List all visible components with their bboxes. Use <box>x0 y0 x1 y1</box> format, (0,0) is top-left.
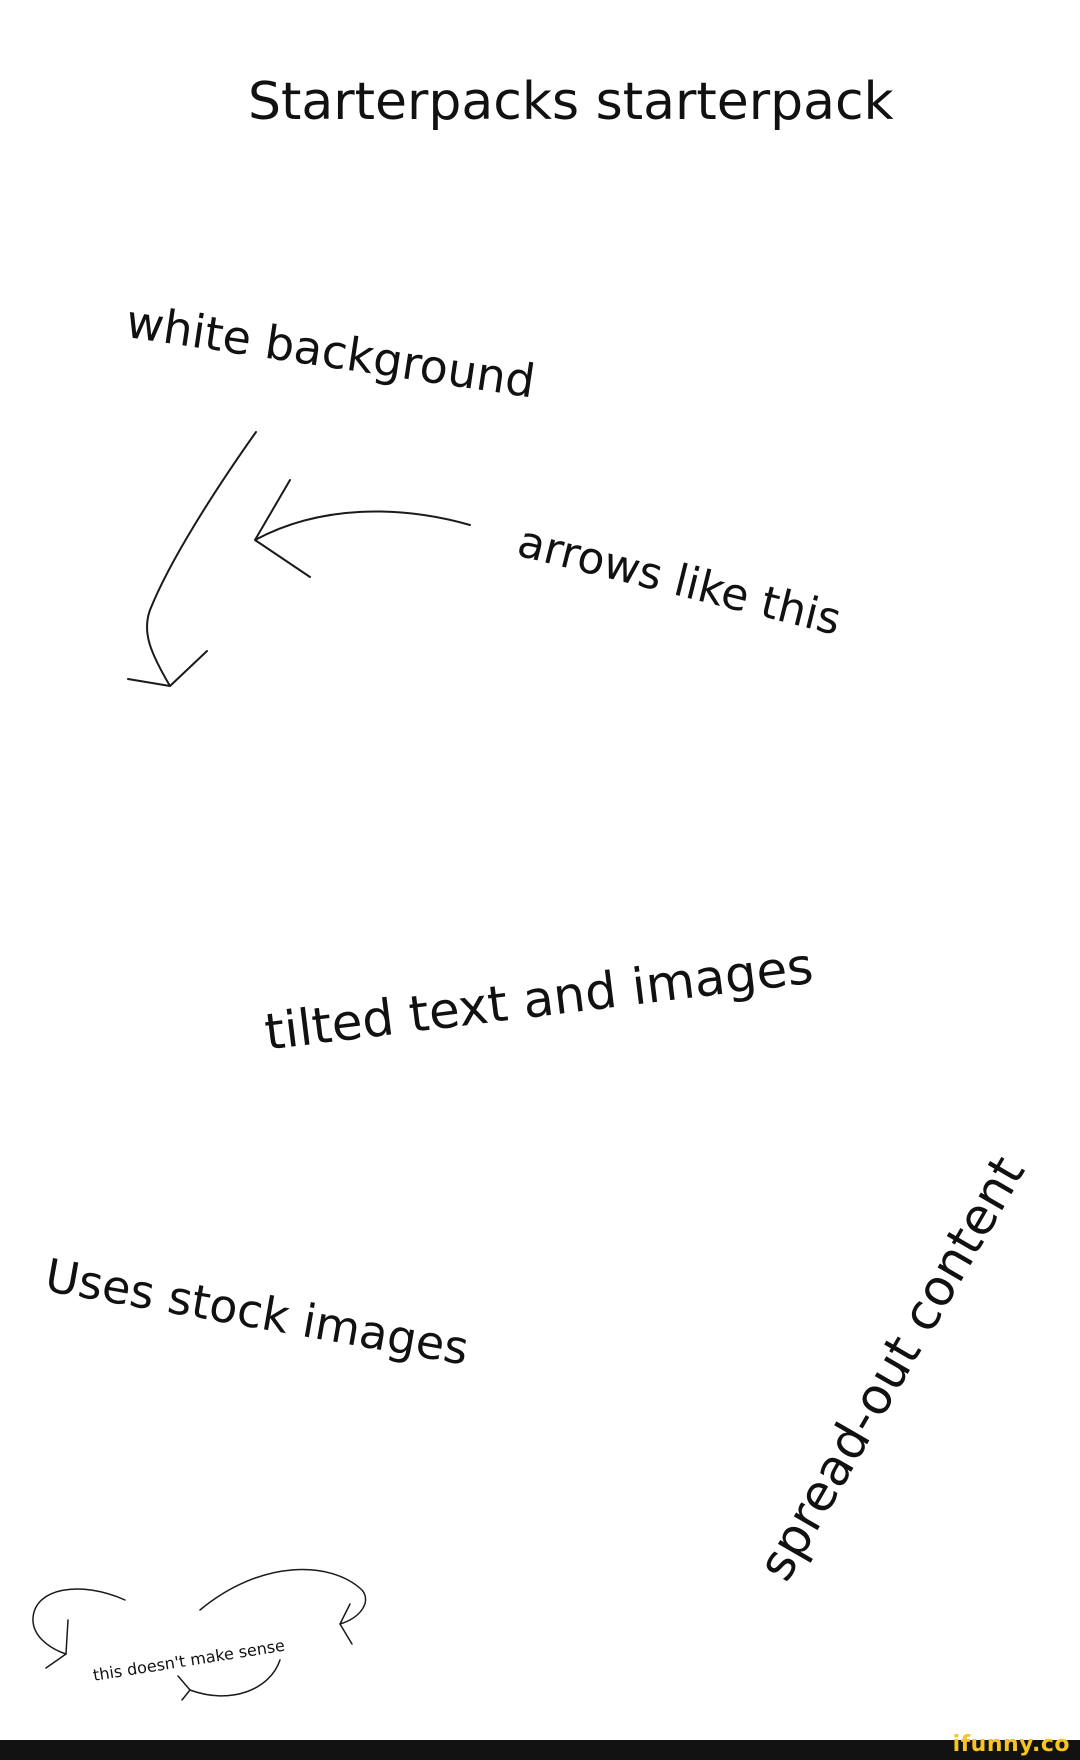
arrow-loop-right-icon <box>199 1568 367 1625</box>
ifunny-logo: ifunny.co <box>952 1732 1070 1757</box>
label-tilted-text: tilted text and images <box>261 936 817 1062</box>
arrowhead-icon <box>177 1675 191 1701</box>
label-nonsense: this doesn't make sense <box>91 1635 287 1685</box>
page-title: Starterpacks starterpack <box>248 72 894 132</box>
label-stock-images: Uses stock images <box>41 1248 473 1376</box>
arrow-loop-left-icon <box>32 1588 126 1655</box>
label-spread-out-content: spread-out content <box>746 1146 1037 1590</box>
arrow-down-icon <box>146 431 257 687</box>
arrow-left-icon <box>254 510 471 541</box>
arrowhead-icon <box>127 650 208 687</box>
label-white-background: white background <box>122 294 539 409</box>
arrowhead-icon <box>254 479 311 578</box>
label-arrows: arrows like this <box>512 516 847 646</box>
arrowhead-icon <box>45 1619 69 1669</box>
footer-bar: ifunny.co <box>0 1734 1080 1760</box>
arrowhead-icon <box>339 1603 353 1645</box>
